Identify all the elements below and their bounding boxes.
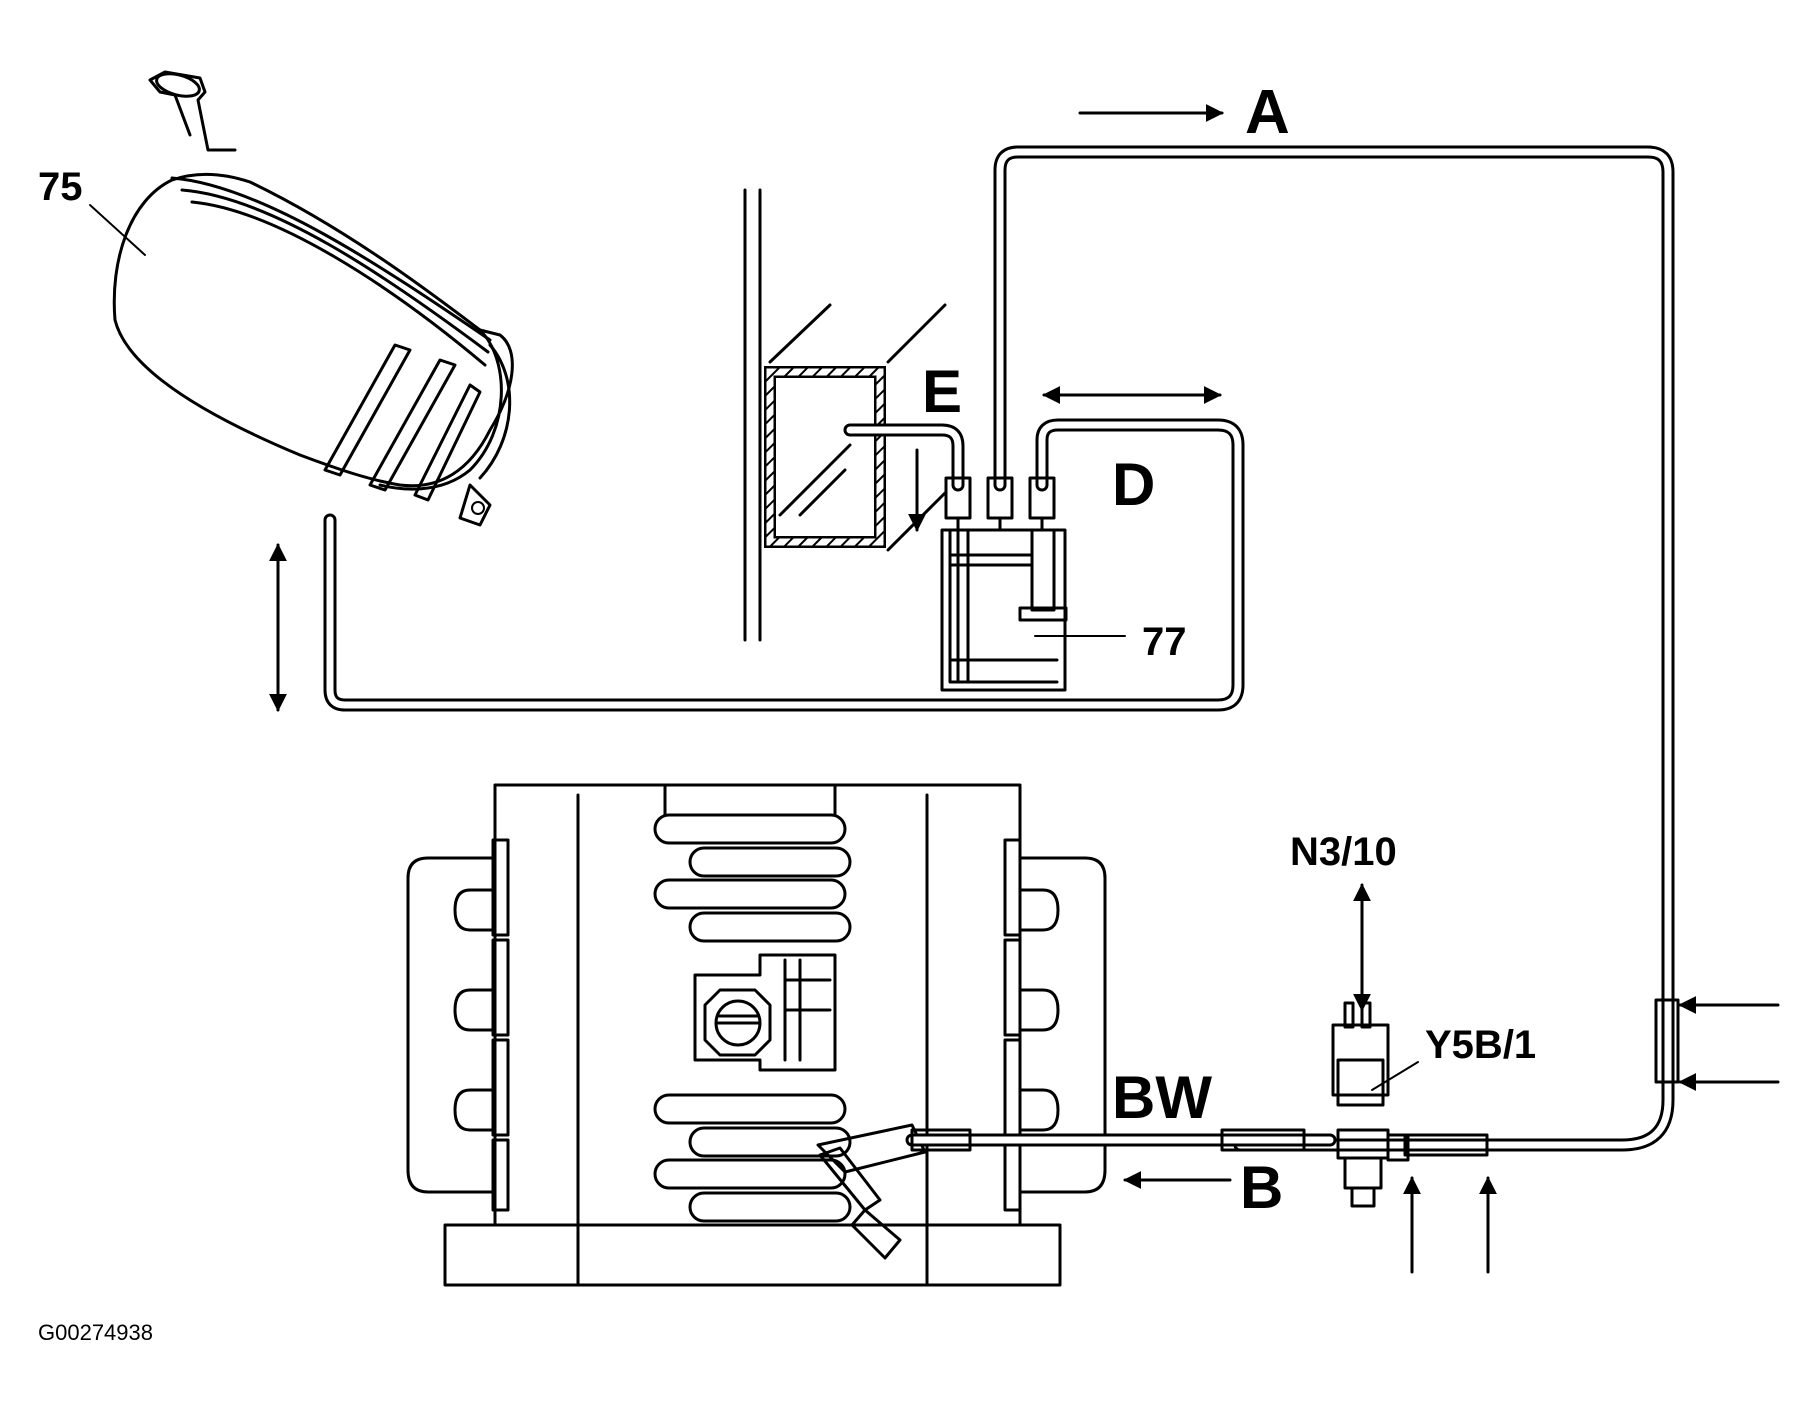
label-solenoid: Y5B/1 bbox=[1425, 1023, 1536, 1067]
label-line-bw: BW bbox=[1112, 1064, 1212, 1131]
label-valve-block: 77 bbox=[1142, 620, 1187, 664]
tank-line bbox=[323, 418, 1245, 712]
label-line-a: A bbox=[1245, 78, 1290, 147]
vacuum-line-b bbox=[905, 998, 1680, 1157]
label-tank: 75 bbox=[38, 165, 83, 209]
vacuum-line-a bbox=[993, 145, 1675, 1152]
vacuum-port-fitting bbox=[816, 1123, 927, 1260]
throttle-body bbox=[693, 953, 837, 1072]
engine bbox=[406, 783, 1107, 1287]
firewall-bracket bbox=[743, 188, 947, 642]
label-line-b: B bbox=[1240, 1154, 1283, 1221]
label-line-d: D bbox=[1112, 451, 1155, 518]
vacuum-line-e bbox=[843, 423, 965, 492]
solenoid-valve-y5b1 bbox=[1331, 1001, 1419, 1208]
label-line-e: E bbox=[922, 358, 962, 425]
figure-code: G00274938 bbox=[38, 1320, 153, 1345]
valve-block-77 bbox=[940, 476, 1126, 692]
flow-arrows bbox=[269, 104, 1780, 1274]
label-module: N3/10 bbox=[1290, 830, 1397, 874]
reservoir-tank-75 bbox=[89, 70, 514, 527]
